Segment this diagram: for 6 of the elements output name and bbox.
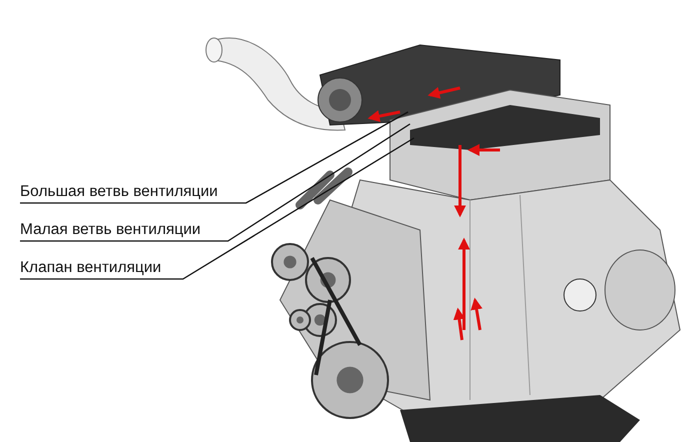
callout-label: Малая ветвь вентиляции — [20, 221, 201, 239]
leader-line — [20, 137, 414, 280]
callout-label: Клапан вентиляции — [20, 259, 162, 277]
leader-line — [20, 111, 408, 204]
leader-line — [20, 123, 410, 242]
callout-label: Большая ветвь вентиляции — [20, 183, 218, 201]
